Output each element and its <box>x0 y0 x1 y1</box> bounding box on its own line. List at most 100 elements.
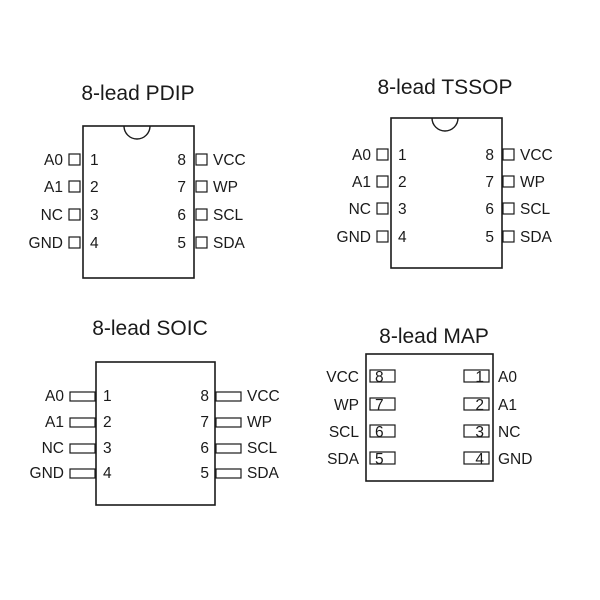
pin-label: A0 <box>352 147 371 164</box>
package-title: 8-lead MAP <box>379 325 489 348</box>
package-body <box>95 361 216 506</box>
pin-number: 8 <box>177 152 186 169</box>
pin-number: 5 <box>200 465 209 482</box>
pin-lead <box>502 148 515 161</box>
pin-number: 8 <box>375 369 384 386</box>
package-soic: 8-lead SOIC A0 1 A1 2 NC 3 GND 4 8 VCC <box>30 317 280 506</box>
package-title: 8-lead PDIP <box>81 82 194 105</box>
pin-label: A1 <box>45 414 64 431</box>
pin-row: 1 A0 <box>463 369 517 386</box>
pin-number: 1 <box>90 152 99 169</box>
pin-label: GND <box>29 235 63 252</box>
pin-number: 6 <box>375 424 384 441</box>
pin-number: 1 <box>475 369 484 386</box>
pin-lead <box>215 417 242 428</box>
pin-number: 7 <box>177 179 186 196</box>
pin-label: NC <box>42 440 64 457</box>
pin-number: 2 <box>475 397 484 414</box>
pin-lead <box>69 391 96 402</box>
pin-row: 6 SCL <box>200 440 277 457</box>
pin-number: 5 <box>177 235 186 252</box>
pin-label: SCL <box>520 201 551 218</box>
pin-number: 2 <box>398 174 407 191</box>
package-tssop: 8-lead TSSOP A0 1 A1 2 NC 3 GND 4 8 VC <box>337 76 553 269</box>
pin-number: 4 <box>475 451 484 468</box>
pin-label: WP <box>520 174 545 191</box>
pin-label: NC <box>498 424 520 441</box>
pin-label: GND <box>30 465 64 482</box>
pin-lead <box>68 180 81 193</box>
pin-label: A1 <box>498 397 517 414</box>
pin-label: A1 <box>44 179 63 196</box>
pin-lead <box>376 202 389 215</box>
pin-lead <box>215 391 242 402</box>
pin-label: A0 <box>44 152 63 169</box>
pin-row: WP 7 <box>334 397 396 414</box>
pin-label: WP <box>213 179 238 196</box>
pin-label: WP <box>247 414 272 431</box>
pin-number: 6 <box>200 440 209 457</box>
pin-row: SCL 6 <box>329 424 396 441</box>
pin-number: 3 <box>90 207 99 224</box>
pin-row: 7 WP <box>485 174 545 191</box>
pin-row: 8 VCC <box>485 147 552 164</box>
pin-row: A1 2 <box>44 179 99 196</box>
package-title: 8-lead TSSOP <box>377 76 512 99</box>
pin-label: NC <box>349 201 371 218</box>
pin-row: 6 SCL <box>177 207 243 224</box>
pin-label: NC <box>41 207 63 224</box>
pin-label: VCC <box>213 152 246 169</box>
pin-row: VCC 8 <box>326 369 396 386</box>
pin-number: 7 <box>200 414 209 431</box>
pin-number: 5 <box>375 451 384 468</box>
pin-pad <box>369 369 396 383</box>
pin-label: SDA <box>247 465 280 482</box>
pin-row: A1 2 <box>45 414 112 431</box>
pin-row: GND 4 <box>337 229 407 246</box>
pin-row: 5 SDA <box>485 229 552 246</box>
pin-label: SDA <box>327 451 360 468</box>
pin-label: A0 <box>498 369 517 386</box>
pin-lead <box>69 468 96 479</box>
pin-lead <box>68 236 81 249</box>
pin-lead <box>502 175 515 188</box>
pin-row: A0 1 <box>44 152 99 169</box>
pin-number: 1 <box>398 147 407 164</box>
pin-row: 3 NC <box>463 424 520 441</box>
pin-number: 4 <box>398 229 407 246</box>
pin-lead <box>502 230 515 243</box>
pin-pad <box>463 451 490 465</box>
pin-pad <box>369 451 396 465</box>
pin-row: GND 4 <box>29 235 99 252</box>
package-map: 8-lead MAP VCC 8 WP 7 SCL 6 SDA 5 1 A0 <box>326 325 532 482</box>
pin-lead <box>502 202 515 215</box>
pin-lead <box>376 230 389 243</box>
pin-row: 5 SDA <box>200 465 279 482</box>
pin-lead <box>69 443 96 454</box>
pin-label: SDA <box>213 235 246 252</box>
pin-label: VCC <box>520 147 553 164</box>
pin-label: VCC <box>247 388 280 405</box>
pin-label: GND <box>337 229 371 246</box>
pin-row: NC 3 <box>349 201 407 218</box>
pin-row: 7 WP <box>177 179 238 196</box>
pin-label: WP <box>334 397 359 414</box>
pin-row: NC 3 <box>41 207 99 224</box>
pin-row: 2 A1 <box>463 397 517 414</box>
pin-row: GND 4 <box>30 465 112 482</box>
orientation-notch <box>123 125 151 140</box>
pin-row: 7 WP <box>200 414 272 431</box>
pin-row: 4 GND <box>463 451 532 468</box>
pin-label: SDA <box>520 229 553 246</box>
pin-number: 7 <box>485 174 494 191</box>
pin-lead <box>195 153 208 166</box>
pin-lead <box>69 417 96 428</box>
pin-label: SCL <box>329 424 360 441</box>
pin-label: VCC <box>326 369 359 386</box>
package-body <box>390 117 503 269</box>
pin-pad <box>463 397 490 411</box>
pin-number: 3 <box>398 201 407 218</box>
pin-row: SDA 5 <box>327 451 396 468</box>
pin-lead <box>215 443 242 454</box>
pin-row: NC 3 <box>42 440 112 457</box>
